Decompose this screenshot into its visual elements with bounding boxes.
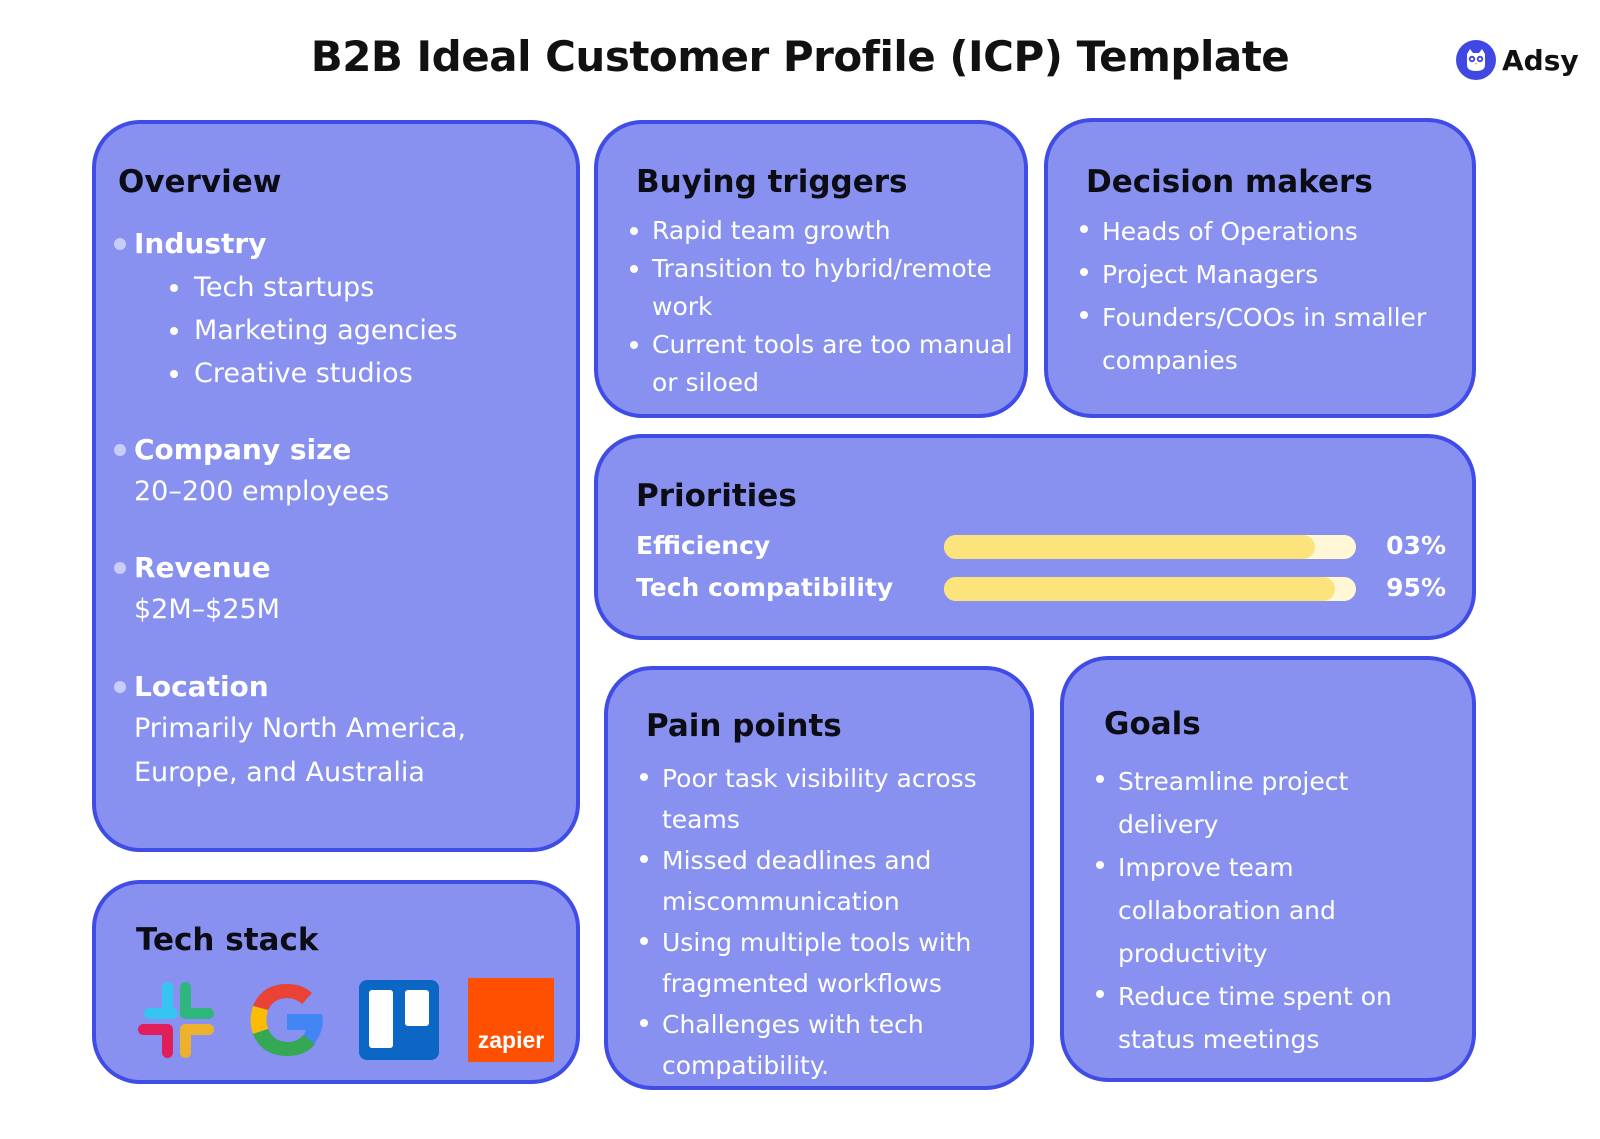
priority-label: Efficiency xyxy=(636,531,771,560)
goals-list: Streamline project delivery Improve team… xyxy=(1094,760,1414,1061)
pain-points-title: Pain points xyxy=(646,708,842,744)
zapier-label: zapier xyxy=(478,1027,545,1053)
list-item: Tech startups xyxy=(168,266,458,309)
priorities-card: Priorities Efficiency 03% Tech compatibi… xyxy=(594,434,1476,640)
tech-stack-card: Tech stack zapier xyxy=(92,880,580,1084)
buying-triggers-title: Buying triggers xyxy=(636,164,908,200)
list-item: Streamline project delivery xyxy=(1094,760,1414,846)
brand[interactable]: Adsy xyxy=(1456,38,1579,82)
company-size-label: Company size xyxy=(112,430,389,470)
pain-points-card: Pain points Poor task visibility across … xyxy=(604,666,1034,1090)
priority-value: 03% xyxy=(1386,531,1446,560)
list-item: Founders/COOs in smaller companies xyxy=(1078,296,1448,382)
tech-stack-title: Tech stack xyxy=(136,922,319,958)
location-value-line1: Primarily North America, xyxy=(134,713,466,744)
overview-title: Overview xyxy=(118,164,282,200)
priority-bar-fill xyxy=(944,535,1315,559)
decision-makers-list: Heads of Operations Project Managers Fou… xyxy=(1078,210,1448,382)
priority-bar-fill xyxy=(944,577,1336,601)
priority-row-tech-compatibility: Tech compatibility 95% xyxy=(636,573,1446,603)
priority-row-efficiency: Efficiency 03% xyxy=(636,531,1446,561)
industry-label: Industry xyxy=(112,224,458,264)
priority-label: Tech compatibility xyxy=(636,573,894,602)
trello-icon xyxy=(356,978,442,1062)
google-icon xyxy=(244,978,330,1062)
owl-logo-icon xyxy=(1456,40,1496,80)
location-section: Location Primarily North America, Europe… xyxy=(112,667,466,795)
decision-makers-title: Decision makers xyxy=(1086,164,1373,200)
pain-points-list: Poor task visibility across teams Missed… xyxy=(638,758,1014,1086)
overview-card: Overview Industry Tech startups Marketin… xyxy=(92,120,580,852)
brand-name: Adsy xyxy=(1502,43,1579,77)
list-item: Missed deadlines and miscommunication xyxy=(638,840,1014,922)
list-item: Heads of Operations xyxy=(1078,210,1448,253)
industry-section: Industry Tech startups Marketing agencie… xyxy=(112,224,458,395)
list-item: Reduce time spent on status meetings xyxy=(1094,975,1414,1061)
revenue-section: Revenue $2M–$25M xyxy=(112,548,280,632)
revenue-value: $2M–$25M xyxy=(134,594,280,625)
revenue-label: Revenue xyxy=(112,548,280,588)
list-item: Challenges with tech compatibility. xyxy=(638,1004,1014,1086)
location-value-line2: Europe, and Australia xyxy=(134,757,425,788)
page-title: B2B Ideal Customer Profile (ICP) Templat… xyxy=(310,32,1290,81)
industry-list: Tech startups Marketing agencies Creativ… xyxy=(112,266,458,395)
list-item: Creative studios xyxy=(168,352,458,395)
priority-bar-track xyxy=(944,577,1356,601)
list-item: Rapid team growth xyxy=(628,212,1018,250)
priority-bar-track xyxy=(944,535,1356,559)
location-label: Location xyxy=(112,667,466,707)
company-size-section: Company size 20–200 employees xyxy=(112,430,389,514)
company-size-value: 20–200 employees xyxy=(134,476,390,507)
list-item: Improve team collaboration and productiv… xyxy=(1094,846,1414,975)
list-item: Project Managers xyxy=(1078,253,1448,296)
goals-card: Goals Streamline project delivery Improv… xyxy=(1060,656,1476,1082)
decision-makers-card: Decision makers Heads of Operations Proj… xyxy=(1044,118,1476,418)
list-item: Marketing agencies xyxy=(168,309,458,352)
buying-triggers-card: Buying triggers Rapid team growth Transi… xyxy=(594,120,1028,418)
buying-triggers-list: Rapid team growth Transition to hybrid/r… xyxy=(628,212,1018,402)
goals-title: Goals xyxy=(1104,706,1201,742)
list-item: Using multiple tools with fragmented wor… xyxy=(638,922,1014,1004)
slack-icon xyxy=(132,978,218,1062)
priority-value: 95% xyxy=(1386,573,1446,602)
zapier-icon: zapier xyxy=(468,978,554,1062)
list-item: Current tools are too manual or siloed xyxy=(628,326,1018,402)
list-item: Poor task visibility across teams xyxy=(638,758,1014,840)
list-item: Transition to hybrid/remote work xyxy=(628,250,1018,326)
priorities-title: Priorities xyxy=(636,478,797,514)
